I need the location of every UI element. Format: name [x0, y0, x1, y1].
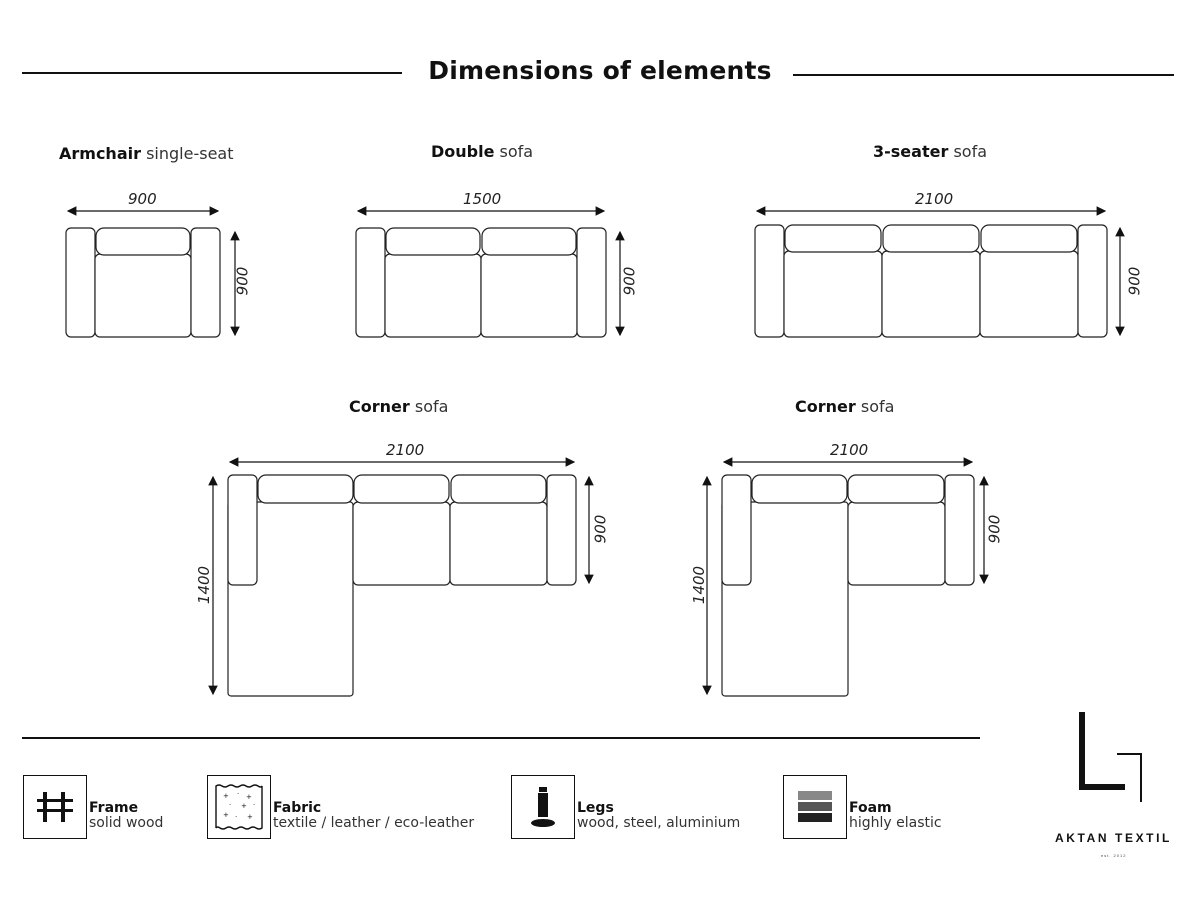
- svg-text:·: ·: [253, 801, 255, 809]
- foam-icon: [783, 775, 847, 839]
- corner1-depth-label: 900: [591, 514, 610, 544]
- corner1-length-label: 1400: [195, 565, 214, 605]
- brand-established: est. 2012: [1101, 853, 1127, 858]
- svg-text:+: +: [223, 792, 229, 800]
- double-depth-label: 900: [620, 266, 639, 296]
- legend-divider: [22, 737, 980, 739]
- svg-text:·: ·: [229, 801, 231, 809]
- svg-text:·: ·: [235, 813, 237, 821]
- three-seater-drawing: [754, 224, 1108, 338]
- fabric-desc: textile / leather / eco-leather: [273, 815, 475, 831]
- three-width-label: 2100: [915, 190, 954, 208]
- double-width-label: 1500: [463, 190, 502, 208]
- fabric-icon: +·+ ·+· +·+: [207, 775, 271, 839]
- frame-title: Frame: [89, 800, 139, 816]
- armchair-width-label: 900: [128, 190, 157, 208]
- title-rule-left: [22, 72, 402, 74]
- svg-text:+: +: [241, 802, 247, 810]
- svg-text:+: +: [246, 793, 252, 801]
- foam-title: Foam: [849, 800, 892, 816]
- corner2-depth-label: 900: [985, 514, 1004, 544]
- legs-desc: wood, steel, aluminium: [577, 815, 741, 831]
- frame-desc: solid wood: [89, 815, 164, 831]
- corner2-length-label: 1400: [690, 565, 709, 605]
- three-seater-heading: 3-seater sofa: [873, 142, 987, 161]
- svg-text:·: ·: [237, 790, 239, 798]
- title-rule-right: [793, 74, 1174, 76]
- page-title: Dimensions of elements: [428, 56, 772, 85]
- double-sofa-heading: Double sofa: [431, 142, 534, 161]
- frame-icon: [23, 775, 87, 839]
- brand-name: AKTAN TEXTIL: [1055, 831, 1172, 845]
- fabric-title: Fabric: [273, 800, 322, 816]
- armchair-heading: Armchair single-seat: [59, 144, 234, 163]
- corner1-width-label: 2100: [386, 441, 425, 459]
- foam-desc: highly elastic: [849, 815, 942, 831]
- brand-logo-icon: [1079, 712, 1142, 802]
- corner2-width-label: 2100: [830, 441, 869, 459]
- double-sofa-drawing: [355, 227, 607, 338]
- corner-sofa-left-heading: Corner sofa: [349, 397, 449, 416]
- leg-icon: [511, 775, 575, 839]
- svg-text:+: +: [247, 813, 253, 821]
- corner-sofa-right-heading: Corner sofa: [795, 397, 895, 416]
- three-depth-label: 900: [1125, 266, 1144, 296]
- corner-sofa-right-drawing: [721, 474, 975, 697]
- legs-title: Legs: [577, 800, 614, 816]
- svg-text:+: +: [223, 811, 229, 819]
- armchair-drawing: [65, 227, 221, 338]
- corner-sofa-left-drawing: [227, 474, 577, 697]
- armchair-depth-label: 900: [233, 266, 252, 296]
